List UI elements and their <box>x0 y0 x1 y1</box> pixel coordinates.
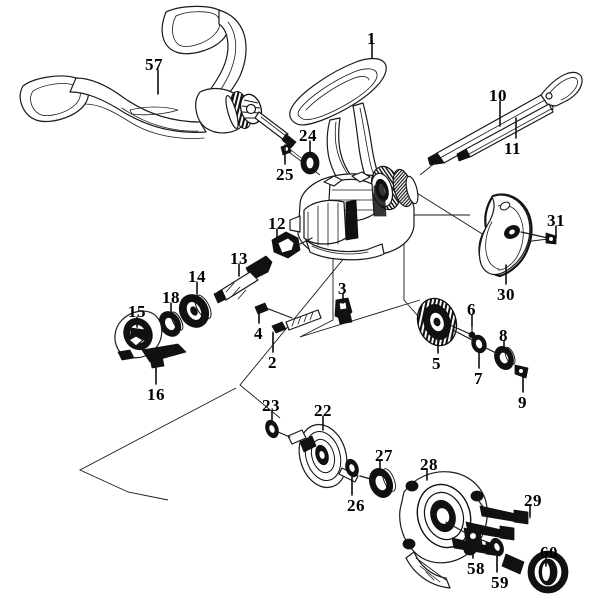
callout-number-2: 2 <box>268 353 277 372</box>
part-4-pin <box>254 302 293 323</box>
callout-number-29: 29 <box>524 491 542 510</box>
callout-number-57: 57 <box>145 55 163 74</box>
callout-number-58: 58 <box>467 559 485 578</box>
callout-number-22: 22 <box>314 401 332 420</box>
part-23-washer <box>265 419 279 439</box>
part-9-bolt <box>514 364 529 392</box>
part-13-worm-shaft <box>213 255 273 304</box>
part-28-final-drive-housing <box>399 471 488 589</box>
callout-number-10: 10 <box>489 86 507 105</box>
part-12-shift-lever <box>271 231 313 259</box>
part-59-washer <box>481 537 504 572</box>
callout-number-27: 27 <box>375 446 393 465</box>
part-18-collar <box>158 311 184 337</box>
part-5-ring-gear <box>416 297 458 347</box>
callout-number-15: 15 <box>128 302 146 321</box>
callout-number-7: 7 <box>474 369 483 388</box>
part-1-accelerator-pedal <box>289 57 387 191</box>
part-22-clutch-disc <box>277 423 359 489</box>
central-gear-case <box>289 165 419 261</box>
callout-number-13: 13 <box>230 249 248 268</box>
part-3-bracket-pin <box>334 297 353 325</box>
part-6-pin <box>449 324 476 339</box>
callout-number-26: 26 <box>347 496 365 515</box>
callout-number-31: 31 <box>547 211 565 230</box>
part-27-bearing <box>359 468 396 498</box>
callout-number-25: 25 <box>276 165 294 184</box>
callout-number-11: 11 <box>504 139 522 158</box>
callout-number-8: 8 <box>499 326 508 345</box>
callout-number-3: 3 <box>338 279 347 298</box>
callout-number-12: 12 <box>268 214 286 233</box>
part-10-11-control-rod <box>427 71 583 166</box>
callout-number-4: 4 <box>254 324 263 343</box>
part-2-threaded-rod <box>271 309 322 352</box>
callout-number-23: 23 <box>262 396 280 415</box>
callout-number-59: 59 <box>491 573 509 592</box>
part-7-washer <box>452 329 487 354</box>
part-60-knob <box>501 550 569 594</box>
callout-number-14: 14 <box>188 267 206 286</box>
callout-number-5: 5 <box>432 354 441 373</box>
part-30-bracket <box>478 193 557 278</box>
callout-number-30: 30 <box>497 285 515 304</box>
callout-number-18: 18 <box>162 288 180 307</box>
callout-number-16: 16 <box>147 385 165 404</box>
part-15-housing <box>114 310 187 373</box>
callout-number-1: 1 <box>367 29 376 48</box>
callout-number-60: 60 <box>540 543 558 562</box>
callout-number-28: 28 <box>420 455 438 474</box>
callout-number-24: 24 <box>299 126 317 145</box>
callout-number-9: 9 <box>518 393 527 412</box>
part-14-gear <box>178 294 212 328</box>
part-8-bearing <box>485 345 516 371</box>
pedal-hub-spline <box>225 91 263 129</box>
callout-number-6: 6 <box>467 300 476 319</box>
part-57-pedal-arm <box>19 5 297 149</box>
